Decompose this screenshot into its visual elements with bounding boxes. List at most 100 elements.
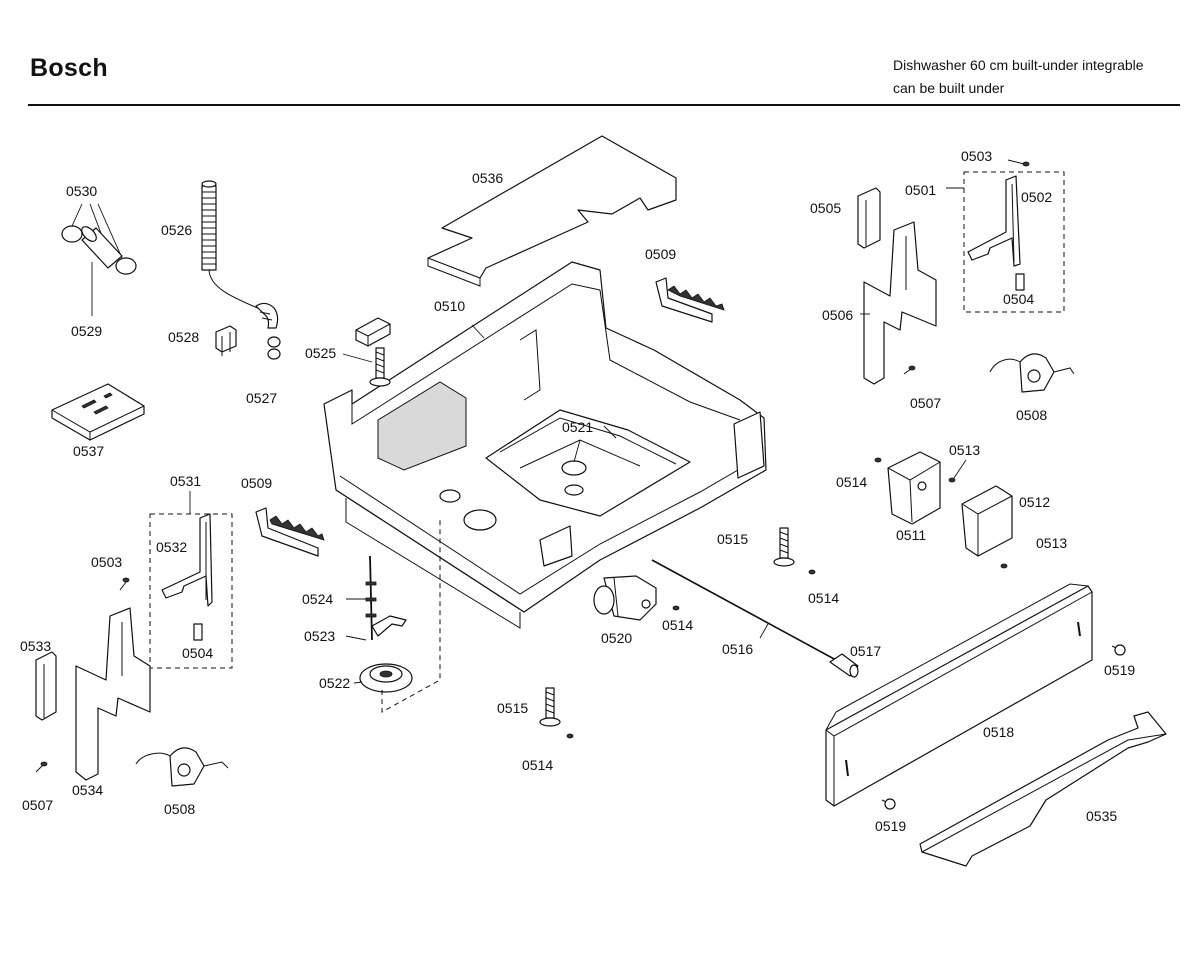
part-0508-valve-left[interactable] [135,747,229,787]
brand-title: Bosch [30,54,108,82]
label-0527: 0527 [246,390,277,406]
label-0513-top: 0513 [949,442,980,458]
part-0503-screw-left[interactable] [119,577,130,591]
header-divider [28,104,1180,106]
part-0535-bottom-strip[interactable] [919,711,1167,867]
part-0504-clip-right[interactable] [1015,273,1025,291]
part-0523-float-lever[interactable] [345,615,407,641]
part-0533-clip[interactable] [35,651,57,721]
label-0508-left: 0508 [164,801,195,817]
label-0532: 0532 [156,539,187,555]
label-0515-left: 0515 [497,700,528,716]
label-0508-right: 0508 [1016,407,1047,423]
part-0524-float-rod[interactable] [346,555,377,641]
part-0509-spring-bracket-right[interactable] [655,277,725,323]
part-0516-rod[interactable] [651,559,837,661]
part-0519-screw-bottom[interactable] [881,798,896,810]
part-0529-hose-sleeve[interactable] [79,224,123,316]
part-0515-foot-left[interactable] [539,687,561,727]
leader-0521b [603,425,617,439]
part-0511-control-box[interactable] [887,451,941,525]
part-0536-cover-plate[interactable] [427,135,677,287]
label-0511: 0511 [896,527,926,543]
label-0520: 0520 [601,630,632,646]
label-0530: 0530 [66,183,97,199]
part-0520-pump[interactable] [593,575,657,621]
label-0528: 0528 [168,329,199,345]
label-0534: 0534 [72,782,103,798]
label-0537: 0537 [73,443,104,459]
label-0510: 0510 [434,298,465,314]
part-0513-screw[interactable] [948,459,1008,569]
part-0528-hose-clip[interactable] [215,325,237,356]
part-0507-screw-right[interactable] [903,365,916,375]
label-0513-bottom: 0513 [1036,535,1067,551]
part-0512-cover[interactable] [961,485,1013,557]
part-0503-screw-top[interactable] [1007,159,1030,167]
leader-0510 [471,324,485,339]
label-0521: 0521 [562,419,593,435]
label-0529: 0529 [71,323,102,339]
label-0512: 0512 [1019,494,1050,510]
label-0503-top: 0503 [961,148,992,164]
label-0519-bottom: 0519 [875,818,906,834]
part-0504-clip-left[interactable] [193,623,203,641]
model-description-line-2: can be built under [893,80,1005,96]
label-0504-right: 0504 [1003,291,1034,307]
label-0533: 0533 [20,638,51,654]
label-0503-left: 0503 [91,554,122,570]
label-0531: 0531 [170,473,201,489]
part-0505-clip[interactable] [857,187,881,249]
label-0509-right: 0509 [645,246,676,262]
part-0502-mounting-bracket[interactable] [967,175,1021,267]
part-0514-screw-set[interactable] [566,457,882,739]
label-0507-left: 0507 [22,797,53,813]
label-0507-right: 0507 [910,395,941,411]
part-0519-screw-right[interactable] [1111,644,1126,656]
label-0518: 0518 [983,724,1014,740]
part-labels: 0503 0501 0502 0505 0504 0506 0507 0508 … [20,148,1135,834]
label-0536: 0536 [472,170,503,186]
part-0515-foot-right[interactable] [773,527,795,567]
label-0519-right: 0519 [1104,662,1135,678]
label-0522: 0522 [319,675,350,691]
part-0537-parts-bag[interactable] [51,383,145,441]
part-0506-side-bracket[interactable] [860,221,937,385]
leader-0521 [573,439,581,463]
label-0525: 0525 [305,345,336,361]
label-0514-left: 0514 [522,757,553,773]
part-0530-hose-clips[interactable] [61,203,137,275]
label-0516: 0516 [722,641,753,657]
label-0514-center: 0514 [662,617,693,633]
part-0507-screw-left[interactable] [35,761,48,773]
label-0504-left: 0504 [182,645,213,661]
label-0506: 0506 [822,307,853,323]
label-0514-mid: 0514 [808,590,839,606]
part-0527-hose-end[interactable] [267,336,281,360]
label-0517: 0517 [850,643,881,659]
label-0505: 0505 [810,200,841,216]
part-0517-knob[interactable] [829,653,859,678]
float-dash-line [381,520,441,713]
label-0524: 0524 [302,591,333,607]
label-0515-right: 0515 [717,531,748,547]
label-0501: 0501 [905,182,936,198]
part-0508-valve-right[interactable] [989,353,1075,393]
part-0510-base-tub[interactable] [323,261,767,629]
model-description: Dishwasher 60 cm built-under integrable … [893,54,1144,100]
part-0518-kick-plate[interactable] [825,583,1093,807]
label-0502: 0502 [1021,189,1052,205]
group-0531-outline [149,513,233,669]
part-0526-drain-hose[interactable] [201,180,279,329]
part-0509-spring-bracket-left[interactable] [255,507,325,557]
label-0535: 0535 [1086,808,1117,824]
part-0532-mounting-bracket[interactable] [161,513,213,607]
part-0525-adjustable-foot[interactable] [342,317,391,387]
model-description-line-1: Dishwasher 60 cm built-under integrable [893,57,1144,73]
label-0526: 0526 [161,222,192,238]
part-0522-float-housing[interactable] [353,663,413,693]
label-0523: 0523 [304,628,335,644]
group-0501-outline [963,171,1065,313]
part-0534-side-bracket[interactable] [75,607,151,781]
